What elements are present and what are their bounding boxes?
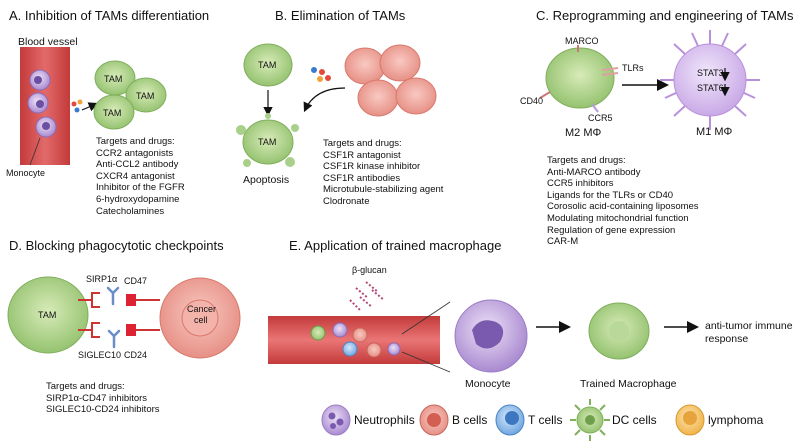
panel-b-title: B. Elimination of TAMs [275, 8, 406, 23]
vessel-cells-e [310, 322, 401, 358]
tam-label-d: TAM [38, 310, 57, 320]
target-item: CCR2 antagonists [96, 147, 174, 159]
target-item: CSF1R antagonist [323, 149, 401, 161]
m2-macrophage [545, 47, 615, 109]
targets-list-b: Targets and drugs: CSF1R antagonist CSF1… [323, 138, 443, 208]
monocyte-label-e: Monocyte [465, 378, 511, 390]
tam-label-b2: TAM [258, 137, 277, 147]
targets-title-c: Targets and drugs: [547, 155, 626, 166]
antitumor-label-1: anti-tumor immune [705, 320, 793, 332]
monocyte-large [454, 299, 528, 373]
panel-a-title: A. Inhibition of TAMs differentiation [9, 8, 210, 23]
tlrs-label: TLRs [622, 63, 644, 73]
legend-icons [321, 399, 705, 441]
panel-e-title: E. Application of trained macrophage [289, 238, 502, 253]
target-item: Regulation of gene expression [547, 224, 676, 236]
panel-e-art [268, 281, 699, 373]
t-cell-icon [495, 404, 525, 436]
tam-cell-d [7, 276, 89, 354]
panel-b-art [236, 43, 437, 167]
b-cell-icon [419, 404, 449, 436]
blood-vessel-label: Blood vessel [18, 36, 78, 48]
dc-cell-icon [570, 399, 610, 441]
tam-label-a3: TAM [103, 108, 122, 118]
target-item: CAR-M [547, 236, 579, 248]
legend-label-b-cells: B cells [452, 413, 488, 427]
antitumor-label-2: response [705, 333, 749, 345]
target-item: Catecholamines [96, 205, 165, 217]
target-item: Anti-MARCO antibody [547, 166, 641, 178]
target-item: Clodronate [323, 195, 370, 207]
cd24-label: CD24 [124, 350, 148, 360]
target-item: Microtubule-stabilizing agent [323, 184, 444, 196]
cancer-cell-label-2: cell [194, 315, 208, 325]
cd24-receptor [126, 324, 136, 336]
stat3-label: STAT3 [697, 68, 724, 78]
stat6-label: STAT6 [697, 83, 724, 93]
m1-macrophage [660, 30, 760, 130]
tam-cell-b [243, 43, 293, 87]
beta-glucan-molecules [349, 281, 385, 311]
targets-title-b: Targets and drugs: [323, 138, 402, 149]
target-item: 6-hydroxydopamine [96, 193, 180, 205]
beta-glucan-label: β-glucan [352, 265, 387, 275]
target-item: Modulating mitochondrial function [547, 212, 689, 224]
marco-label: MARCO [565, 36, 599, 46]
trained-macrophage-label: Trained Macrophage [580, 378, 677, 390]
target-item: CXCR4 antagonist [96, 170, 175, 182]
tam-label-a1: TAM [104, 74, 123, 84]
targets-list-a: Targets and drugs: CCR2 antagonists Anti… [96, 136, 185, 217]
legend-label-dc-cells: DC cells [612, 413, 657, 427]
target-item: Inhibitor of the FGFR [96, 182, 185, 194]
legend-label-lymphoma: lymphoma [708, 413, 764, 427]
chemokine-dots-b [311, 67, 331, 82]
target-item: Anti-CCL2 antibody [96, 159, 179, 171]
trained-macrophage [588, 302, 650, 360]
target-item: CSF1R antibodies [323, 172, 401, 184]
monocyte-cells [27, 69, 57, 138]
neutrophil-icon [321, 404, 351, 436]
chemokine-dots-a [71, 99, 83, 113]
m2-label: M2 MΦ [565, 127, 602, 139]
cd47-label: CD47 [124, 276, 148, 286]
cd40-label: CD40 [520, 96, 544, 106]
apoptosis-label: Apoptosis [243, 174, 290, 186]
panel-c-title: C. Reprogramming and engineering of TAMs [536, 8, 794, 23]
target-item: Corosolic acid-containing liposomes [547, 201, 699, 213]
tam-label-a2: TAM [136, 91, 155, 101]
siglec10-label: SIGLEC10 [78, 350, 122, 360]
monocyte-label-a: Monocyte [6, 168, 46, 178]
panel-d-art [7, 276, 241, 359]
target-item: SIRP1α-CD47 inhibitors [46, 392, 148, 404]
targets-list-c: Targets and drugs: Anti-MARCO antibody C… [547, 155, 699, 248]
target-item: Ligands for the TLRs or CD40 [547, 189, 674, 201]
lymphoma-icon [675, 404, 705, 436]
antibody-icons [106, 286, 121, 349]
targets-list-d: Targets and drugs: SIRP1α-CD47 inhibitor… [46, 381, 160, 416]
sirp1a-label: SIRP1α [86, 274, 118, 284]
panel-d-title: D. Blocking phagocytotic checkpoints [9, 238, 224, 253]
target-item: CCR5 inhibitors [547, 178, 614, 190]
targets-title-a: Targets and drugs: [96, 136, 175, 147]
apoptotic-tam [236, 113, 299, 167]
target-item: CSF1R kinase inhibitor [323, 161, 421, 173]
cd47-receptor [126, 294, 136, 306]
ccr5-label: CCR5 [588, 113, 613, 123]
legend-label-neutrophils: Neutrophils [354, 413, 415, 427]
cancer-cells-b [344, 44, 437, 117]
panel-c-art [539, 30, 760, 130]
tam-cells-a [93, 60, 167, 130]
tam-label-b1: TAM [258, 60, 277, 70]
m1-label: M1 MΦ [696, 126, 733, 138]
cancer-cell-label-1: Cancer [187, 304, 217, 314]
legend-label-t-cells: T cells [528, 413, 563, 427]
panel-a-art [20, 47, 167, 166]
target-item: SIGLEC10-CD24 inhibitors [46, 404, 160, 416]
targets-title-d: Targets and drugs: [46, 381, 125, 392]
